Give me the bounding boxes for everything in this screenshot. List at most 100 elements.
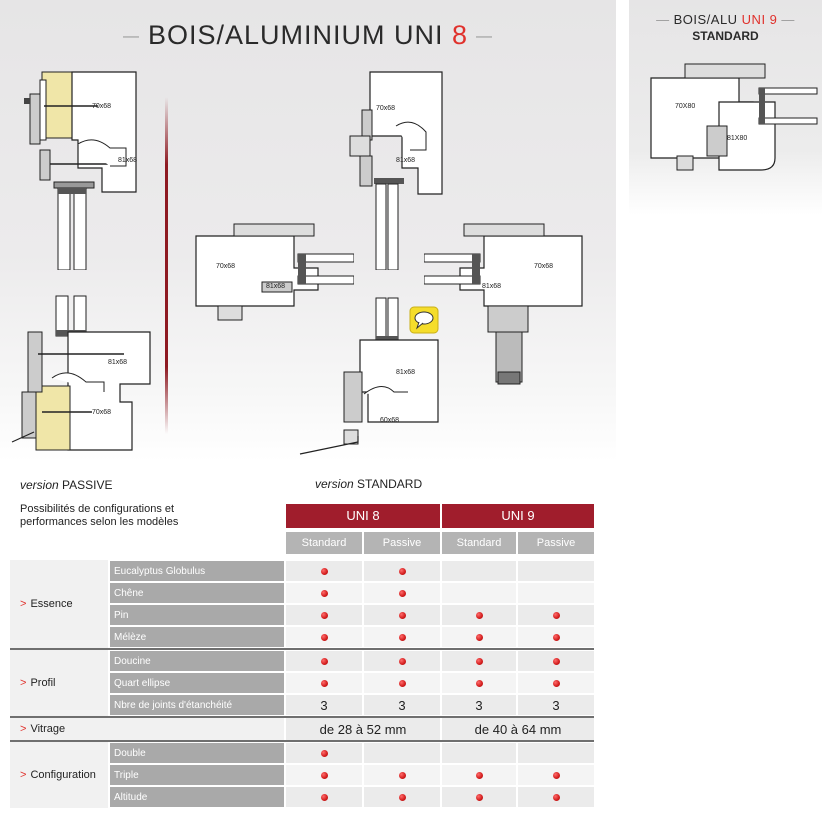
svg-text:81x68: 81x68 (118, 157, 137, 164)
group-name: Profil (30, 677, 56, 689)
table-cell (518, 673, 594, 693)
table-cell (364, 561, 440, 581)
available-dot-icon (398, 589, 406, 597)
table-cell (364, 743, 440, 763)
group-label-essence: >Essence (10, 560, 108, 648)
table-cell: 3 (518, 695, 594, 715)
available-dot-icon (398, 771, 406, 779)
table-cell (518, 627, 594, 647)
available-dot-icon (552, 771, 560, 779)
table-cell (442, 743, 516, 763)
table-cell (518, 651, 594, 671)
table-cell (442, 627, 516, 647)
table-cell (518, 743, 594, 763)
svg-text:81X80: 81X80 (727, 135, 747, 142)
svg-text:81x68: 81x68 (482, 283, 501, 290)
table-caption: Possibilités de configurations et perfor… (20, 503, 179, 528)
available-dot-icon (552, 793, 560, 801)
comment-bubble-icon[interactable] (409, 306, 439, 334)
table-cell (286, 743, 362, 763)
row-label: Chêne (110, 583, 284, 603)
table-cell (364, 673, 440, 693)
svg-text:70x68: 70x68 (92, 103, 111, 110)
group-label-profil: >Profil (10, 650, 108, 716)
available-dot-icon (320, 749, 328, 757)
group-marker: > (20, 769, 27, 781)
table-cell (442, 765, 516, 785)
svg-text:81x68: 81x68 (108, 359, 127, 366)
available-dot-icon (552, 657, 560, 665)
available-dot-icon (475, 793, 483, 801)
table-cell (286, 787, 362, 807)
available-dot-icon (320, 633, 328, 641)
table-cell (286, 605, 362, 625)
available-dot-icon (398, 611, 406, 619)
available-dot-icon (475, 679, 483, 687)
svg-text:70x68: 70x68 (534, 263, 553, 270)
row-label: Nbre de joints d'étanchéité (110, 695, 284, 715)
uni9-title: —BOIS/ALU UNI 9— (656, 12, 795, 27)
model-header: UNI 8 (286, 504, 440, 528)
uni9-section-drawing: 70X80 81X80 (650, 63, 818, 171)
available-dot-icon (320, 589, 328, 597)
version-passive-label: version PASSIVE (20, 478, 113, 492)
passive-bottom-section-drawing: 81x68 70x68 (11, 295, 151, 451)
vitrage-range: de 40 à 64 mm (442, 718, 594, 740)
table-cell (364, 627, 440, 647)
table-cell (286, 765, 362, 785)
svg-text:60x68: 60x68 (380, 417, 399, 424)
table-cell: 3 (286, 695, 362, 715)
page-title: —BOIS/ALUMINIUM UNI 8— (122, 20, 494, 50)
standard-left-section-drawing: 70x68 81x68 (195, 223, 354, 321)
available-dot-icon (320, 567, 328, 575)
available-dot-icon (398, 793, 406, 801)
table-cell (518, 561, 594, 581)
table-cell (286, 651, 362, 671)
group-name: Vitrage (30, 723, 66, 735)
available-dot-icon (398, 679, 406, 687)
group-label-configuration: >Configuration (10, 742, 108, 808)
table-cell (286, 561, 362, 581)
variant-header: Passive (364, 532, 440, 554)
table-cell (442, 583, 516, 603)
row-label: Eucalyptus Globulus (110, 561, 284, 581)
table-cell (518, 605, 594, 625)
group-name: Essence (30, 598, 73, 610)
standard-right-section-drawing: 70x68 81x68 (424, 223, 583, 385)
group-label-vitrage: >Vitrage (10, 718, 284, 740)
table-cell (518, 583, 594, 603)
table-cell (442, 651, 516, 671)
variant-header: Standard (286, 532, 362, 554)
table-cell (364, 605, 440, 625)
vitrage-range: de 28 à 52 mm (286, 718, 440, 740)
passive-top-section-drawing: 70x68 81x68 (24, 71, 137, 270)
row-label: Pin (110, 605, 284, 625)
available-dot-icon (475, 633, 483, 641)
available-dot-icon (398, 567, 406, 575)
table-cell (442, 605, 516, 625)
available-dot-icon (552, 611, 560, 619)
group-name: Configuration (30, 769, 96, 781)
group-separator (10, 648, 594, 650)
available-dot-icon (320, 679, 328, 687)
group-marker: > (20, 677, 27, 689)
available-dot-icon (398, 633, 406, 641)
group-separator (10, 716, 594, 718)
row-label: Quart ellipse (110, 673, 284, 693)
table-cell (364, 583, 440, 603)
group-marker: > (20, 723, 27, 735)
row-label: Triple (110, 765, 284, 785)
group-marker: > (20, 598, 27, 610)
table-cell (364, 651, 440, 671)
available-dot-icon (552, 679, 560, 687)
available-dot-icon (320, 657, 328, 665)
table-cell: 3 (442, 695, 516, 715)
variant-header: Standard (442, 532, 516, 554)
svg-text:70x68: 70x68 (376, 105, 395, 112)
standard-bottom-section-drawing: 81x68 60x68 (299, 297, 439, 455)
row-label: Double (110, 743, 284, 763)
table-cell: 3 (364, 695, 440, 715)
svg-text:70x68: 70x68 (92, 409, 111, 416)
row-label: Altitude (110, 787, 284, 807)
table-cell (518, 765, 594, 785)
